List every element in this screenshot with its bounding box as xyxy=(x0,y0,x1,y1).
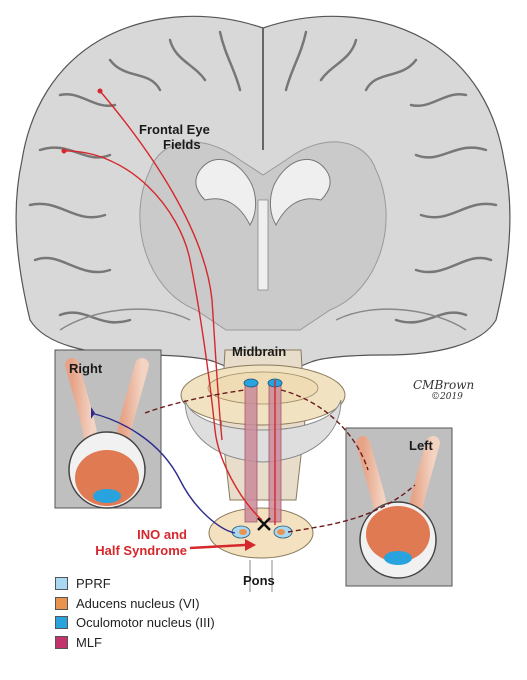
oculomotor-pathway-dashed xyxy=(144,389,416,533)
right-eye-label: Right xyxy=(69,361,103,376)
legend-item-abducens: Aducens nucleus (VI) xyxy=(55,594,215,613)
right-eye-panel xyxy=(54,349,162,509)
frontal-eye-fields-line1: Frontal Eye xyxy=(139,122,210,137)
legend-label: PPRF xyxy=(76,576,111,591)
frontal-eye-fields-label: Frontal Eye Fields xyxy=(139,122,210,152)
legend-label: Aducens nucleus (VI) xyxy=(76,595,200,611)
legend-swatch xyxy=(55,616,68,629)
signature-name: CMBrown xyxy=(413,378,475,392)
signature-year: ©2019 xyxy=(431,392,463,402)
ino-line1: INO and xyxy=(137,527,187,542)
ino-line2: Half Syndrome xyxy=(95,543,187,558)
legend-item-pprf: PPRF xyxy=(55,574,215,593)
legend-swatch xyxy=(55,635,68,649)
legend-item-mlf: MLF xyxy=(55,633,215,652)
brainstem xyxy=(180,349,346,592)
legend-item-oculomotor: Oculomotor nucleus (III) xyxy=(55,613,215,632)
left-eye-label: Left xyxy=(409,438,433,453)
midbrain-label: Midbrain xyxy=(232,344,287,359)
abducens-pathway xyxy=(90,407,236,534)
legend-swatch xyxy=(55,596,68,610)
pons-label: Pons xyxy=(243,573,275,588)
legend-label: Oculomotor nucleus (III) xyxy=(76,615,215,630)
legend-swatch xyxy=(55,577,68,590)
left-eye-panel xyxy=(345,427,453,587)
frontal-eye-field-pathway xyxy=(61,88,276,525)
ino-pointer-arrow xyxy=(189,539,256,551)
legend-label: MLF xyxy=(76,634,102,650)
ino-half-syndrome-label: INO and Half Syndrome xyxy=(80,527,187,559)
frontal-eye-fields-line2: Fields xyxy=(163,137,201,152)
artist-signature: CMBrown ©2019 xyxy=(413,378,474,402)
brain-coronal-section xyxy=(15,15,511,373)
legend: PPRF Aducens nucleus (VI) Oculomotor nuc… xyxy=(55,574,215,652)
